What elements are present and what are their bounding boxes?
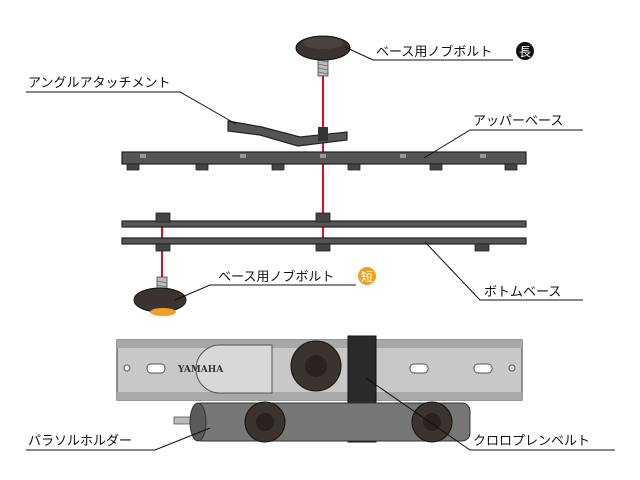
parasol-holder	[173, 401, 471, 443]
badge-short: 短	[358, 267, 376, 285]
label-upper-base: アッパーベース	[473, 114, 563, 129]
assembled-bracket: YAMAHA	[116, 335, 523, 443]
bracket-knob-center	[305, 355, 327, 377]
long-knob-bolt	[295, 35, 351, 77]
badge-long-circle	[516, 42, 534, 60]
badge-short-circle	[358, 267, 376, 285]
leader-parasol-holder	[26, 427, 211, 451]
label-long-bolt: ベース用ノブボルト	[376, 44, 492, 60]
short-bolt-washer	[150, 308, 176, 316]
label-cloth-belt: クロロプレンベルト	[473, 434, 590, 449]
badge-long: 長	[516, 42, 534, 60]
label-short-bolt: ベース用ノブボルト	[218, 269, 334, 285]
parasol-knob-left-center	[256, 413, 274, 431]
upper-base-slots	[140, 154, 486, 158]
long-bolt-knob-top	[303, 37, 343, 49]
badge-long-text: 長	[519, 45, 531, 59]
angle-attachment-tab	[318, 127, 328, 141]
bottom-base-blocks	[155, 212, 490, 252]
leader-short-bolt	[174, 284, 356, 301]
bracket-slots	[146, 363, 493, 374]
label-parasol-holder: パラソルホルダー	[28, 434, 132, 449]
angle-attachment-plate	[227, 120, 348, 147]
short-knob-bolt	[133, 276, 187, 316]
upper-base-teeth	[126, 163, 518, 171]
bracket-brand-mark: YAMAHA	[177, 365, 224, 375]
label-angle-attachment: アングルアタッチメント	[28, 76, 170, 91]
leader-bottom-base	[424, 241, 583, 301]
bottom-base-plate-bottom	[121, 237, 527, 245]
bottom-base	[121, 212, 527, 252]
bracket-bottom-lip	[117, 392, 522, 400]
leader-upper-base	[423, 129, 583, 159]
assembly-axis-lines	[161, 75, 324, 280]
upper-base	[121, 151, 527, 171]
angle-attachment	[227, 120, 348, 147]
badge-short-text: 短	[361, 270, 373, 284]
leader-cloth-belt	[365, 377, 615, 451]
label-bottom-base: ボトムベース	[484, 285, 561, 300]
leader-angle-attachment	[26, 91, 237, 125]
leader-lines	[26, 46, 615, 451]
leader-long-bolt	[344, 46, 513, 61]
bracket-hinge	[195, 344, 273, 394]
